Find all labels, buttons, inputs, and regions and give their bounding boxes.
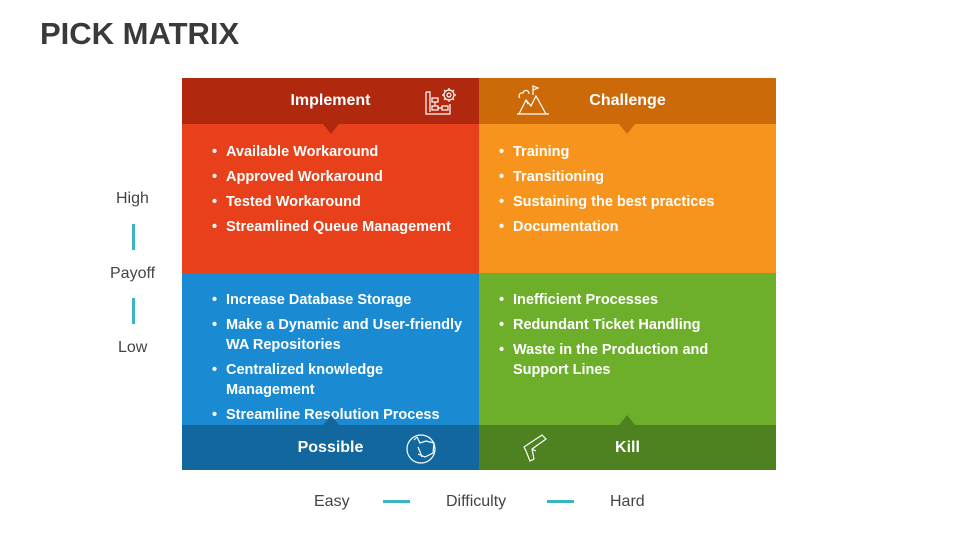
workflow-gear-icon bbox=[425, 88, 456, 115]
list-item: Streamline Resolution Process bbox=[210, 405, 475, 425]
pistol-icon bbox=[523, 434, 547, 462]
list-item: Sustaining the best practices bbox=[497, 192, 714, 212]
list-item: Redundant Ticket Handling bbox=[497, 315, 757, 335]
quadrant-implement: Implement Available Workaround Approved … bbox=[182, 78, 479, 273]
y-axis-tick bbox=[132, 224, 135, 250]
mountain-flag-icon bbox=[517, 85, 549, 115]
list-item: Waste in the Production and Support Line… bbox=[497, 340, 757, 380]
list-item: Streamlined Queue Management bbox=[210, 217, 451, 237]
challenge-label: Challenge bbox=[589, 92, 666, 109]
y-axis-high: High bbox=[116, 190, 149, 207]
page-title: PICK MATRIX bbox=[40, 16, 240, 51]
possible-label: Possible bbox=[297, 438, 364, 456]
list-item: Centralized knowledge Management bbox=[210, 360, 475, 400]
x-axis-label: Difficulty bbox=[446, 493, 507, 510]
list-item: Approved Workaround bbox=[210, 167, 451, 187]
x-axis-hard: Hard bbox=[610, 493, 645, 510]
thumbs-up-icon bbox=[406, 434, 436, 464]
quadrant-possible: Increase Database Storage Make a Dynamic… bbox=[182, 273, 479, 470]
list-item: Documentation bbox=[497, 217, 714, 237]
y-axis-label: Payoff bbox=[110, 265, 156, 282]
list-item: Increase Database Storage bbox=[210, 290, 475, 310]
list-item: Inefficient Processes bbox=[497, 290, 757, 310]
list-item: Available Workaround bbox=[210, 142, 451, 162]
list-item: Training bbox=[497, 142, 714, 162]
x-axis-easy: Easy bbox=[314, 493, 350, 510]
challenge-header: Challenge bbox=[479, 78, 776, 124]
list-item: Tested Workaround bbox=[210, 192, 451, 212]
possible-header: Possible bbox=[182, 425, 479, 470]
kill-label: Kill bbox=[615, 438, 640, 456]
quadrant-challenge: Challenge Training Transitioning Sustain… bbox=[479, 78, 776, 273]
y-axis-low: Low bbox=[118, 339, 148, 356]
kill-header: Kill bbox=[479, 425, 776, 470]
y-axis-tick bbox=[132, 298, 135, 324]
list-item: Make a Dynamic and User-friendly WA Repo… bbox=[210, 315, 475, 355]
x-axis-tick bbox=[547, 500, 574, 503]
quadrant-kill: Inefficient Processes Redundant Ticket H… bbox=[479, 273, 776, 470]
implement-label: Implement bbox=[290, 92, 371, 109]
x-axis-tick bbox=[383, 500, 410, 503]
list-item: Transitioning bbox=[497, 167, 714, 187]
